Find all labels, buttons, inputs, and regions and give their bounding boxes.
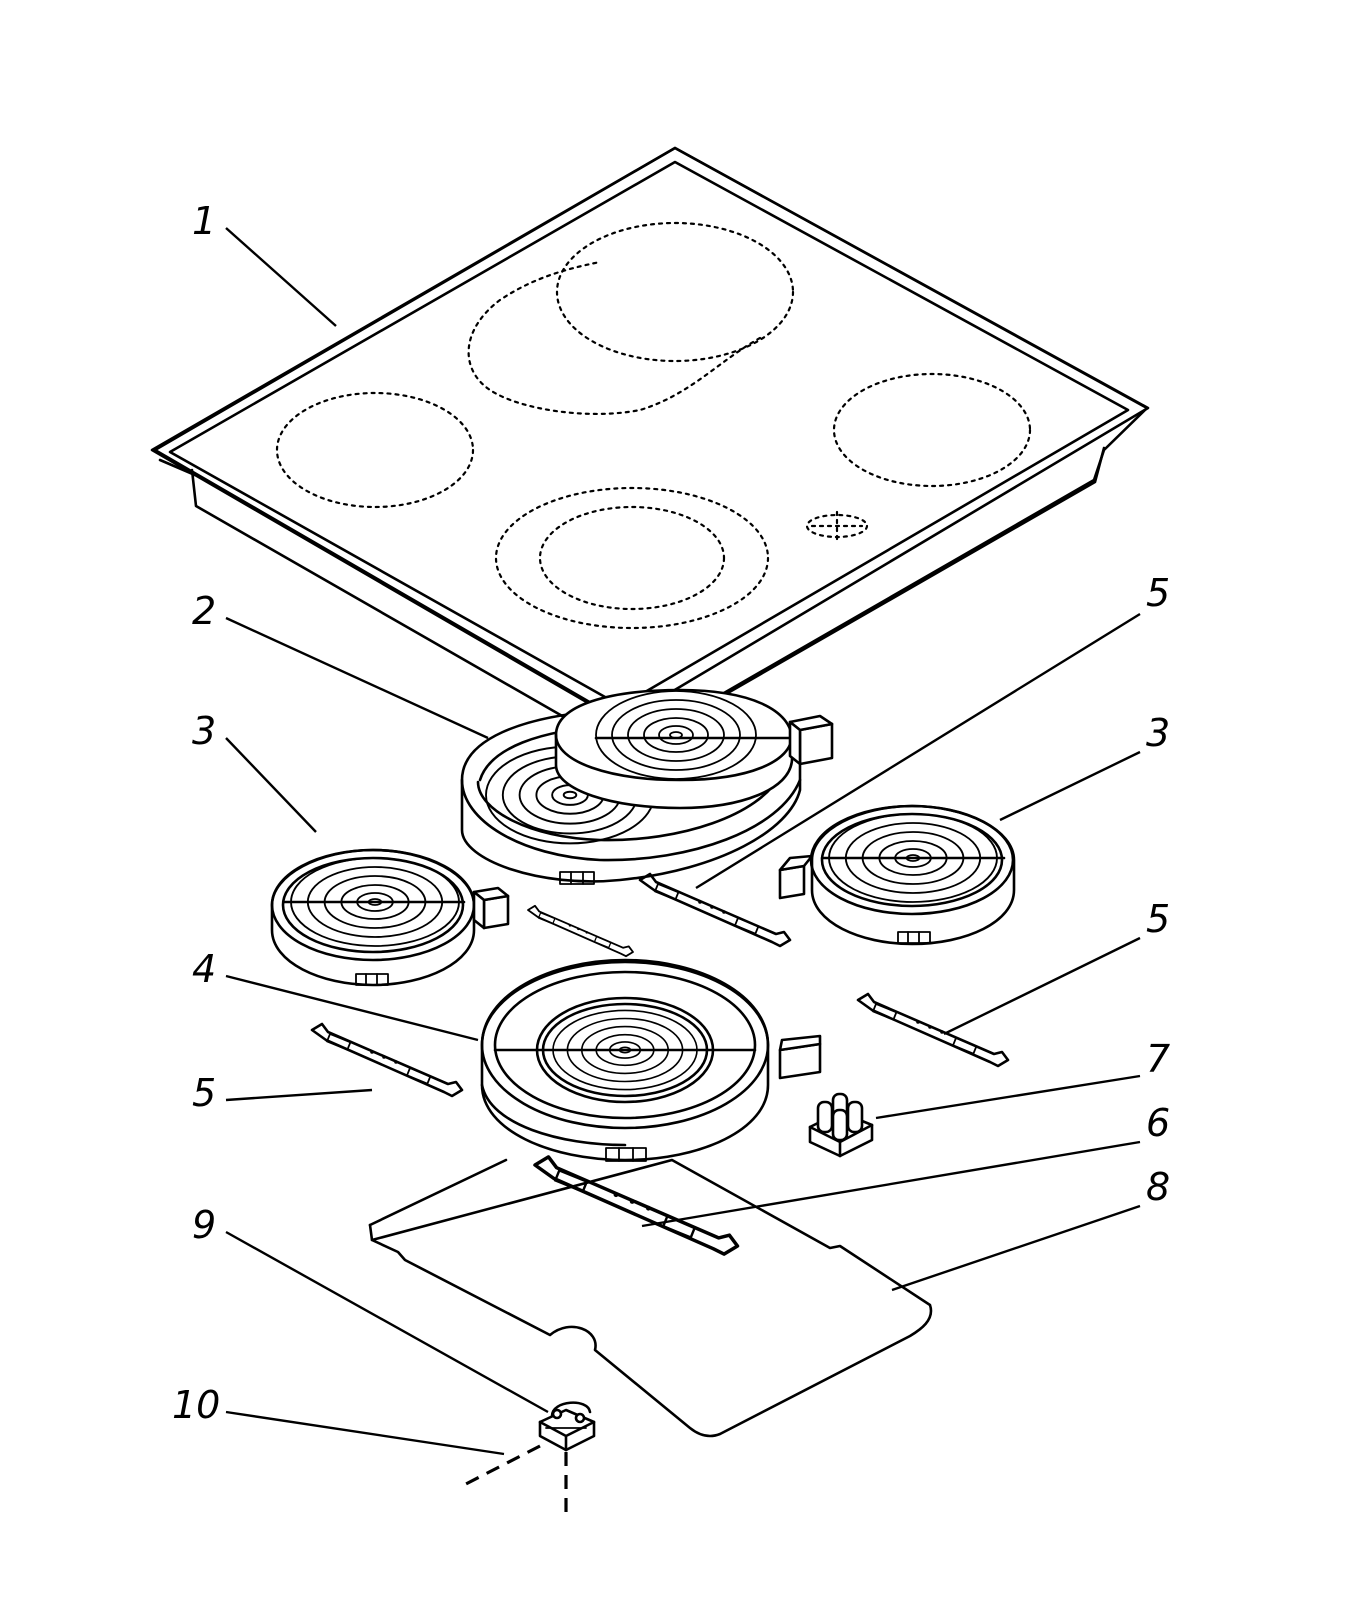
callout-6: 6 — [1146, 1101, 1170, 1145]
callout-5-left: 5 — [192, 1071, 216, 1115]
insulation-plate — [368, 1158, 933, 1438]
screw-axis-diagonal — [461, 1444, 541, 1488]
callout-1: 1 — [192, 199, 216, 243]
mounting-bracket-left — [310, 1022, 464, 1098]
callout-5-upper: 5 — [1146, 571, 1170, 615]
mounting-bracket-upper-right — [638, 872, 792, 948]
callout-10: 10 — [172, 1383, 220, 1427]
radiant-heating-element-right — [778, 804, 1016, 946]
callout-labels: 1 2 5 3 3 5 4 5 7 6 8 9 10 — [172, 199, 1170, 1427]
leader-lines — [225, 227, 1141, 1456]
callout-5-right: 5 — [1146, 897, 1170, 941]
mounting-bracket-right — [856, 992, 1010, 1068]
oval-dual-heating-element — [460, 688, 834, 885]
thermal-limiter — [538, 1401, 596, 1452]
radiant-heating-element-left — [270, 848, 510, 987]
control-markings — [805, 510, 869, 544]
callout-3-left: 3 — [192, 709, 216, 753]
terminal-block — [788, 714, 834, 766]
mounting-bracket-center — [533, 1155, 740, 1256]
callout-3-right: 3 — [1146, 711, 1170, 755]
callout-8: 8 — [1146, 1165, 1170, 1209]
callout-4: 4 — [192, 947, 216, 991]
callout-9: 9 — [192, 1203, 216, 1247]
callout-7: 7 — [1146, 1037, 1170, 1081]
dual-circuit-heating-element — [480, 958, 822, 1162]
terminal-connector — [808, 1092, 874, 1158]
hob-glass-top — [150, 146, 1150, 754]
mounting-bracket-upper-left — [527, 904, 634, 958]
callout-2: 2 — [192, 589, 216, 633]
